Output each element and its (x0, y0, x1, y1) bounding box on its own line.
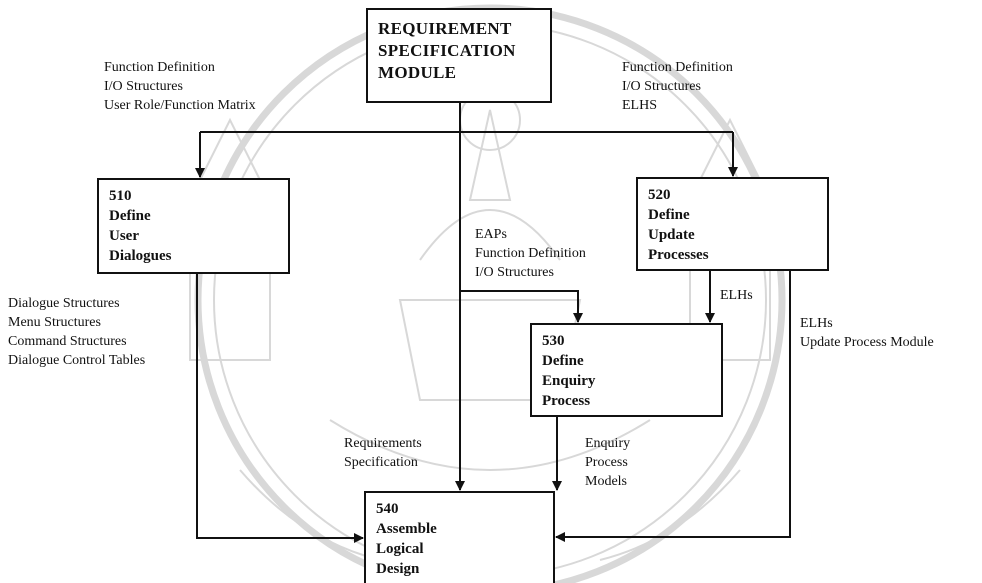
box-line: Process (542, 393, 591, 409)
label-elhs-520-530: ELHs (720, 286, 753, 305)
label-line: I/O Structures (475, 265, 554, 280)
label-inputs-530: EAPs Function Definition I/O Structures (475, 225, 586, 282)
box-line: MODULE (378, 63, 457, 82)
label-line: Menu Structures (8, 315, 101, 330)
label-line: Process (585, 455, 628, 470)
box-line: Define (648, 207, 690, 223)
label-line: ELHS (622, 98, 657, 113)
box-line: Processes (648, 247, 709, 263)
box-line: Logical (376, 541, 424, 557)
label-line: User Role/Function Matrix (104, 98, 256, 113)
label-line: Update Process Module (800, 335, 934, 350)
label-line: Enquiry (585, 436, 631, 451)
label-line: ELHs (800, 316, 833, 331)
label-line: I/O Structures (622, 79, 701, 94)
box-line: 540 (376, 501, 399, 517)
label-enquiry-outputs: Enquiry Process Models (585, 434, 630, 491)
label-dialogue-outputs: Dialogue Structures Menu Structures Comm… (8, 294, 145, 370)
label-line: Dialogue Structures (8, 296, 120, 311)
box-line: SPECIFICATION (378, 41, 516, 60)
label-line: Requirements (344, 436, 422, 451)
box-line: 510 (109, 188, 132, 204)
label-inputs-510: Function Definition I/O Structures User … (104, 58, 256, 115)
arrow-510-to-540 (196, 274, 364, 543)
process-540-box: 540 Assemble Logical Design (364, 491, 555, 583)
label-requirements-specification: Requirements Specification (344, 434, 422, 472)
arrow-to-530 (460, 290, 583, 323)
label-line: Specification (344, 455, 418, 470)
requirement-specification-module-box: REQUIREMENT SPECIFICATION MODULE (366, 8, 552, 103)
label-line: Function Definition (104, 60, 215, 75)
process-530-box: 530 Define Enquiry Process (530, 323, 723, 417)
arrow-520-to-540 (555, 271, 791, 542)
label-line: Command Structures (8, 334, 127, 349)
label-update-outputs: ELHs Update Process Module (800, 314, 934, 352)
label-line: I/O Structures (104, 79, 183, 94)
box-line: 520 (648, 187, 671, 203)
label-line: Function Definition (622, 60, 733, 75)
process-510-box: 510 Define User Dialogues (97, 178, 290, 274)
label-inputs-520: Function Definition I/O Structures ELHS (622, 58, 733, 115)
box-line: Design (376, 561, 420, 577)
box-line: 530 (542, 333, 565, 349)
box-line: Define (109, 208, 151, 224)
box-line: Enquiry (542, 373, 596, 389)
label-line: Function Definition (475, 246, 586, 261)
box-line: User (109, 228, 139, 244)
label-line: Models (585, 474, 627, 489)
box-line: Dialogues (109, 248, 172, 264)
box-line: Update (648, 227, 695, 243)
label-line: Dialogue Control Tables (8, 353, 146, 368)
box-line: Assemble (376, 521, 437, 537)
box-line: Define (542, 353, 584, 369)
box-line: REQUIREMENT (378, 19, 512, 38)
label-line: EAPs (475, 227, 507, 242)
label-line: ELHs (720, 288, 753, 303)
process-520-box: 520 Define Update Processes (636, 177, 829, 271)
